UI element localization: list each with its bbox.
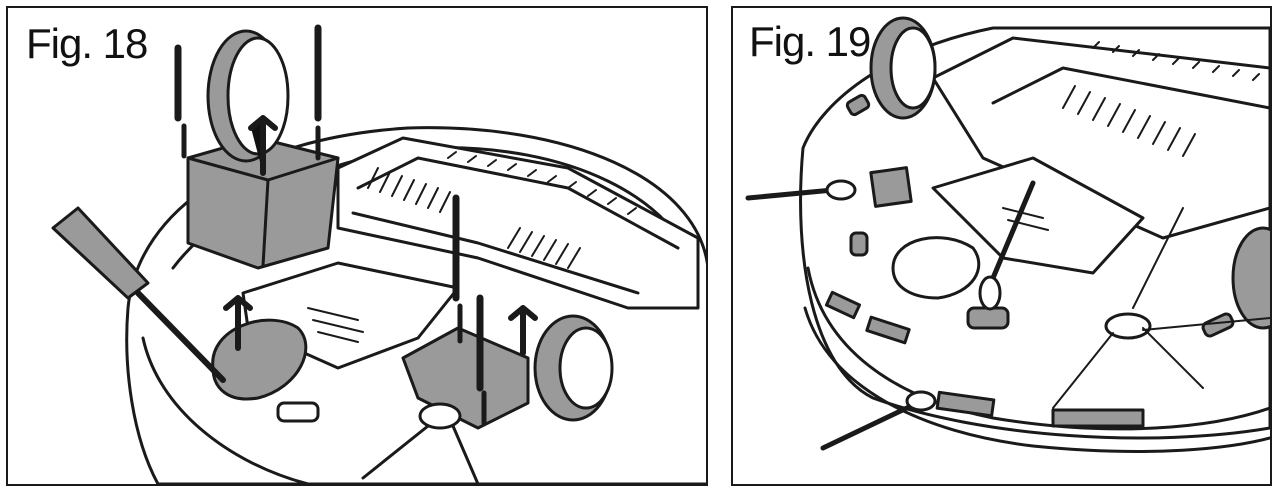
right-wheel <box>1231 226 1270 330</box>
cotton-swab-bottom <box>820 403 914 451</box>
arrow-up-right <box>508 305 538 356</box>
side-brush-hub <box>1104 312 1152 340</box>
figure-18-panel: Fig. 18 <box>6 6 708 486</box>
cliff-sensor-windows <box>824 290 1145 428</box>
screwdriver <box>51 206 150 300</box>
arrow-up-wheel <box>248 115 278 176</box>
brush-housing <box>931 36 1270 240</box>
figure-19-drawing <box>745 16 1270 453</box>
figure-18-label: Fig. 18 <box>26 20 148 67</box>
figure-19-panel: Fig. 19 <box>731 6 1272 486</box>
brush-housing <box>336 136 700 310</box>
figure-18-drawing <box>51 24 706 484</box>
cotton-swab-center <box>990 180 1036 281</box>
side-brush-hub <box>418 402 462 430</box>
figure-19-label: Fig. 19 <box>749 18 871 65</box>
cover-plate <box>931 156 1145 275</box>
arrow-up-left <box>223 295 253 351</box>
cotton-swab-left <box>745 187 836 201</box>
sensor-square <box>869 166 913 208</box>
robot-body-rim <box>141 336 310 484</box>
